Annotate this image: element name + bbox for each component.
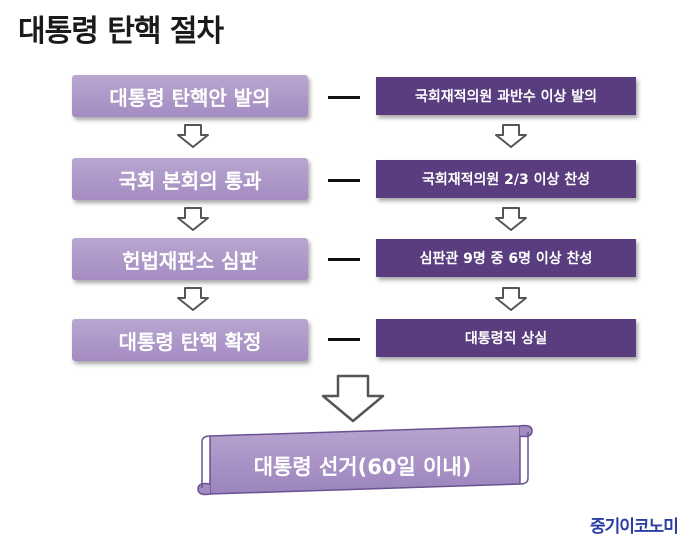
step-4-condition: 대통령직 상실	[376, 319, 636, 357]
connector-line-2	[328, 179, 360, 182]
down-arrow-icon	[495, 124, 527, 148]
step-4-box: 대통령 탄핵 확정	[72, 319, 308, 361]
down-arrow-icon	[177, 287, 209, 311]
connector-line-3	[328, 258, 360, 261]
step-1-box: 대통령 탄핵안 발의	[72, 75, 308, 117]
step-3-condition: 심판관 9명 중 6명 이상 찬성	[376, 239, 636, 277]
page-title: 대통령 탄핵 절차	[18, 14, 224, 49]
connector-line-4	[328, 338, 360, 341]
connector-line-1	[328, 96, 360, 99]
step-2-box: 국회 본회의 통과	[72, 158, 308, 200]
final-step-label: 대통령 선거(60일 이내)	[253, 455, 472, 479]
scroll-banner-icon	[197, 424, 533, 496]
large-down-arrow-icon	[321, 374, 385, 423]
down-arrow-icon	[177, 124, 209, 148]
down-arrow-icon	[177, 207, 209, 231]
step-3-box: 헌법재판소 심판	[72, 238, 308, 280]
down-arrow-icon	[495, 287, 527, 311]
brand-logo: 중기이코노미	[590, 517, 679, 537]
step-1-condition: 국회재적의원 과반수 이상 발의	[376, 77, 636, 115]
down-arrow-icon	[495, 207, 527, 231]
step-2-condition: 국회재적의원 2/3 이상 찬성	[376, 160, 636, 198]
